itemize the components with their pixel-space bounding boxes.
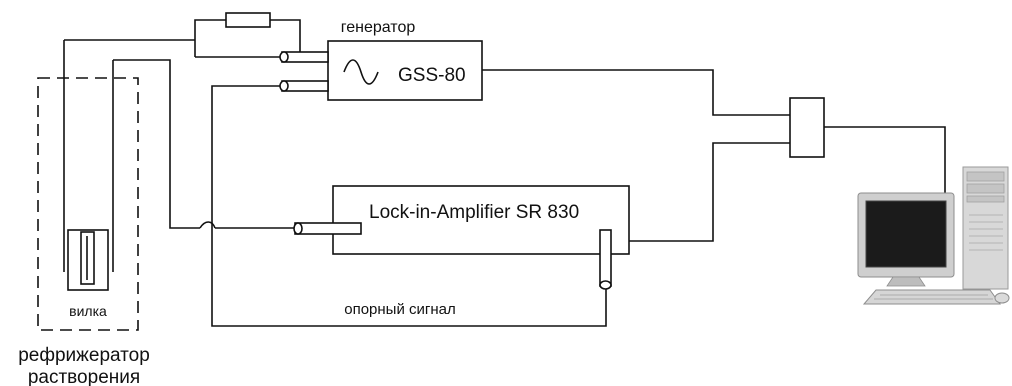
refrigerator: вилка (37, 40, 139, 331)
sine-wave-icon (343, 59, 379, 85)
resistor-branch (64, 12, 301, 58)
reference-signal-wire (211, 85, 607, 327)
fork-label: вилка (69, 303, 107, 319)
generator-connector-top (279, 51, 329, 63)
amplifier-to-interface-wire (629, 142, 790, 242)
resistor (225, 12, 271, 28)
generator: GSS-80 (327, 40, 483, 101)
fork-signal-wire (113, 59, 200, 229)
generator-connector-bottom (279, 80, 329, 92)
reference-signal-label: опорный сигнал (344, 301, 456, 318)
amplifier-reference-connector (599, 229, 612, 287)
generator-caption: генератор (341, 19, 416, 36)
generator-to-interface-wire (482, 69, 790, 116)
lock-in-amplifier: Lock-in-Amplifier SR 830 (293, 185, 630, 290)
interface-box (789, 97, 825, 158)
amplifier-input-connector (294, 222, 362, 235)
refrigerator-label-line1: рефрижератор (18, 345, 150, 366)
refrigerator-boundary (37, 77, 139, 331)
amplifier-label: Lock-in-Amplifier SR 830 (369, 202, 579, 223)
amplifier-box (332, 185, 630, 255)
refrigerator-label-line2: растворения (28, 367, 140, 386)
generator-model: GSS-80 (398, 65, 466, 86)
wire-crossover (199, 221, 216, 229)
interface-to-computer-wire (824, 126, 946, 193)
computer-icon (857, 166, 1010, 305)
tuning-fork (67, 229, 109, 291)
